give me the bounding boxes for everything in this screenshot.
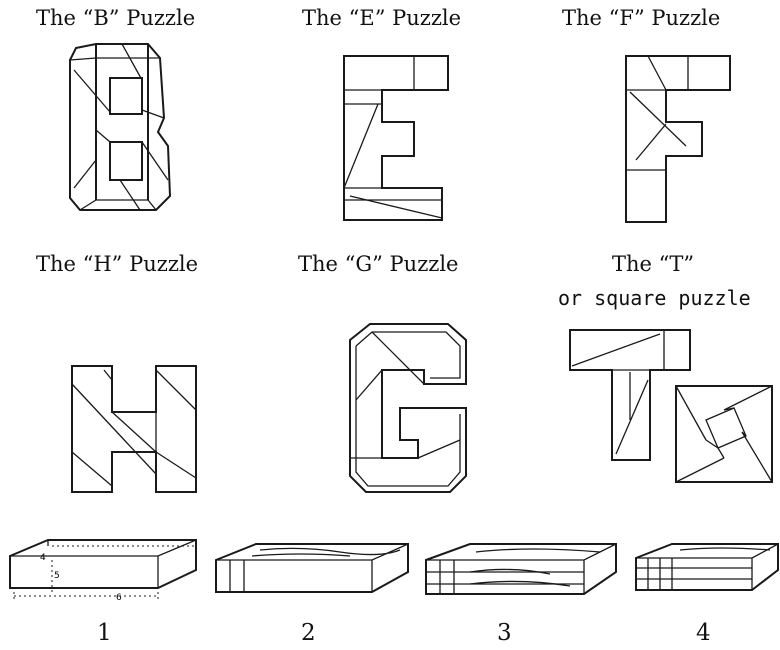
e-puzzle-title: The “E” Puzzle — [302, 6, 462, 30]
block-3-figure — [426, 544, 616, 594]
block-1-dim-label: 5 — [54, 571, 60, 581]
b-puzzle-figure — [70, 44, 170, 210]
t-puzzle-figure — [570, 330, 690, 460]
t-puzzle-subtitle: or square puzzle — [558, 286, 751, 310]
b-puzzle-title: The “B” Puzzle — [36, 6, 196, 30]
h-puzzle-figure — [72, 366, 196, 492]
block-number-3: 3 — [497, 620, 512, 646]
block-number-1: 1 — [97, 620, 112, 646]
block-1-dim-label: 4 — [40, 553, 46, 563]
f-puzzle-figure — [626, 56, 730, 222]
block-number-2: 2 — [301, 620, 316, 646]
e-puzzle-figure — [344, 56, 448, 220]
block-1-dim-label: 6 — [116, 593, 122, 603]
block-2-figure — [216, 544, 408, 592]
block-1-figure: 4 5 6 — [10, 540, 196, 603]
block-4-figure — [636, 544, 778, 590]
t-puzzle-title: The “T” — [612, 252, 695, 276]
h-puzzle-title: The “H” Puzzle — [36, 252, 199, 276]
g-puzzle-figure — [350, 324, 466, 492]
block-number-4: 4 — [696, 620, 711, 646]
f-puzzle-title: The “F” Puzzle — [562, 6, 721, 30]
square-puzzle-figure — [676, 386, 772, 482]
g-puzzle-title: The “G” Puzzle — [298, 252, 459, 276]
